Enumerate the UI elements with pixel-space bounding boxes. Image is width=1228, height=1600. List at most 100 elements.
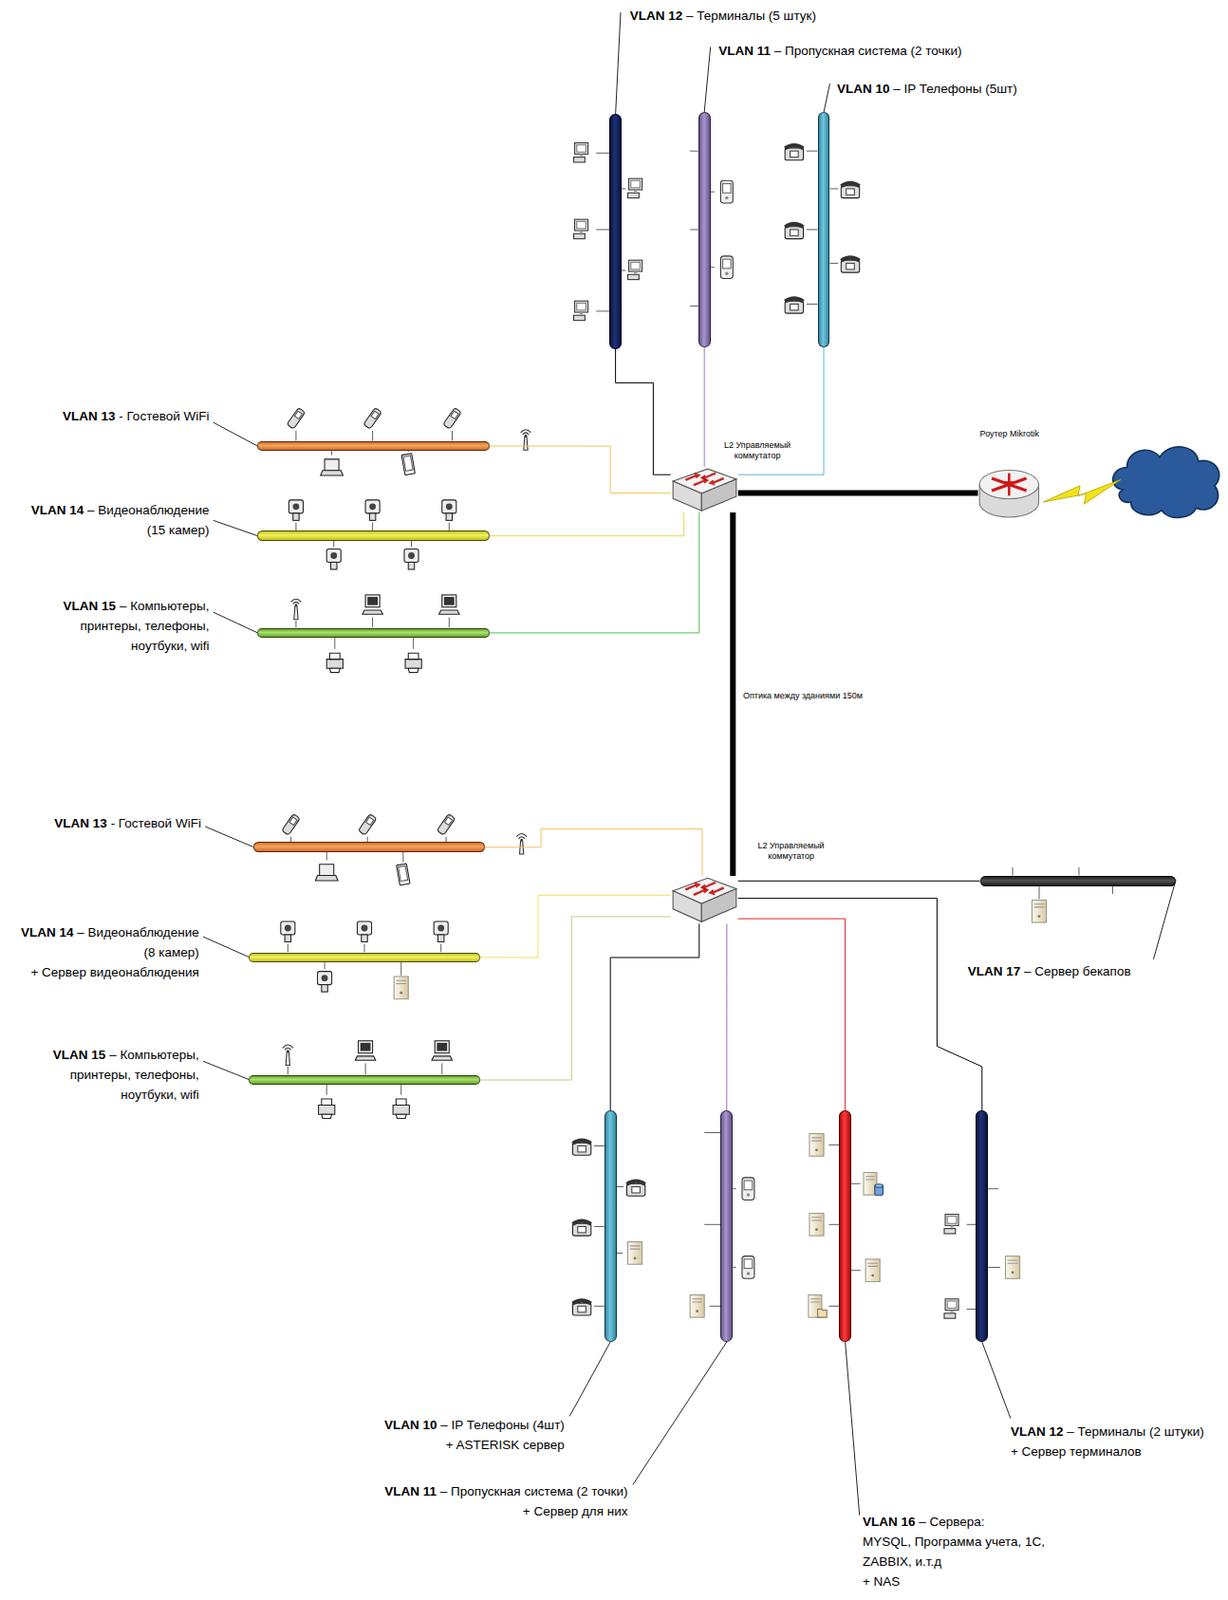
node-label: VLAN 12– Терминалы (2 штуки) + Сервер тер…: [1010, 1421, 1205, 1462]
vlan-bus-bar: VLAN 10– IP Телефоны (4шт)+ ASTERISK сер…: [604, 1110, 617, 1342]
vlan-description: MYSQL, Программа учета, 1С,: [862, 1534, 1045, 1549]
vlan-bus-bar: VLAN 11– Пропускная система (2 точки)+ С…: [720, 1110, 733, 1342]
device-stub: [326, 1084, 328, 1096]
vlan-link: [480, 916, 671, 1080]
device-icon: [720, 256, 733, 280]
device-icon: [288, 500, 303, 521]
device-icon: [282, 1044, 294, 1066]
device-stub: [290, 837, 292, 842]
device-icon: [362, 595, 384, 614]
label-line: ZABBIX, и.т.д: [862, 1551, 1045, 1572]
vlan-link: [480, 894, 671, 958]
vlan-link: [489, 446, 670, 494]
device-stub: [410, 540, 412, 547]
node-label: VLAN 15– Компьютеры,принтеры, телефоны,н…: [63, 595, 210, 656]
device-stub: [1078, 867, 1080, 876]
label-line: VLAN 10– IP Телефоны (5шт): [837, 78, 1018, 99]
device-stub: [295, 430, 297, 442]
device-icon: [317, 971, 333, 993]
device-icon: [625, 1178, 647, 1196]
vlan-id: VLAN 14: [31, 502, 85, 518]
device-stub: [441, 1062, 443, 1075]
device-stub: [828, 1305, 839, 1307]
vlan-id: VLAN 10: [837, 81, 891, 96]
vlan-description: – Пропускная система (2 точки): [440, 1484, 629, 1499]
label-line: VLAN 12– Терминалы (5 штук): [630, 5, 817, 26]
device-stub: [704, 1132, 721, 1134]
device-icon: [809, 1212, 824, 1236]
device-label: Роутер Mikrotik: [980, 428, 1041, 439]
device-stub: [408, 450, 410, 452]
label-line: VLAN 16– Сервера:: [862, 1511, 1045, 1532]
device-icon: [571, 1137, 593, 1155]
node-label: VLAN 10– IP Телефоны (5шт): [837, 78, 1018, 99]
vlan-description: – IP Телефоны (4шт): [440, 1417, 565, 1433]
node-label: VLAN 11– Пропускная система (2 точки)+ С…: [384, 1481, 628, 1522]
device-icon: [405, 652, 422, 672]
device-icon: [783, 143, 805, 161]
vlan-description: принтеры, телефоны,: [70, 1067, 200, 1082]
vlan-bus-bar: VLAN 11– Пропускная система (2 точки): [698, 111, 711, 347]
device-stub: [367, 837, 369, 842]
vlan-id: VLAN 15: [53, 1047, 107, 1062]
label-line: + Сервер терминалов: [1010, 1441, 1205, 1462]
vlan-id: VLAN 11: [384, 1484, 437, 1499]
device-icon: [281, 814, 300, 837]
device-stub: [326, 852, 328, 861]
device-icon: [365, 500, 380, 521]
device-icon: [1005, 1256, 1021, 1280]
vlan-description: (15 камер): [147, 522, 210, 538]
wireless-link: [1042, 479, 1121, 504]
device-stub: [806, 303, 819, 305]
device-icon: [628, 1242, 643, 1266]
device-icon: [689, 1294, 705, 1318]
device-label: L2 Управляемый коммутатор: [758, 840, 825, 861]
vlan-description: + ASTERISK сервер: [446, 1437, 565, 1452]
vlan-description: + Сервер терминалов: [1010, 1444, 1142, 1459]
device-stub: [1039, 885, 1041, 899]
l2-switch: L2 Управляемый коммутатор: [670, 875, 739, 925]
vlan-link: [738, 898, 983, 1112]
vlan-description: – Сервер бекапов: [1023, 964, 1132, 979]
label-line: ноутбуки, wifi: [53, 1084, 200, 1105]
switch-symbol: [670, 466, 739, 513]
device-stub: [689, 305, 699, 307]
device-icon: [356, 921, 372, 943]
device-stub: [295, 522, 297, 532]
vlan-id: VLAN 13: [54, 816, 108, 831]
device-icon: [839, 255, 861, 273]
label-line: VLAN 12– Терминалы (2 штуки): [1010, 1421, 1205, 1442]
label-line: VLAN 14– Видеонаблюдение: [20, 922, 200, 943]
node-label: VLAN 16– Сервера: MYSQL, Программа учета,…: [862, 1511, 1045, 1592]
label-line: ноутбуки, wifi: [63, 635, 210, 656]
device-icon: [401, 453, 415, 476]
device-icon: [808, 1294, 827, 1318]
label-line: VLAN 11– Пропускная система (2 точки): [718, 40, 962, 61]
label-line: MYSQL, Программа учета, 1С,: [862, 1531, 1045, 1552]
device-stub: [851, 1269, 861, 1271]
device-stub: [451, 430, 453, 442]
device-stub: [333, 540, 335, 547]
device-icon: [358, 814, 377, 837]
vlan-id: VLAN 16: [862, 1514, 916, 1529]
vlan-description: ZABBIX, и.т.д: [862, 1554, 942, 1569]
vlan-bus-bar: VLAN 15– Компьютеры,принтеры, телефоны,н…: [257, 628, 490, 639]
device-stub: [295, 620, 297, 629]
label-line: (15 камер): [31, 520, 210, 540]
device-stub: [446, 837, 447, 842]
device-stub: [710, 191, 715, 193]
vlan-bus-bar: VLAN 14– Видеонаблюдение(15 камер): [257, 530, 490, 541]
device-stub: [616, 1252, 623, 1254]
label-line: принтеры, телефоны,: [53, 1064, 200, 1085]
device-stub: [400, 962, 402, 976]
vlan-bus-bar: VLAN 15– Компьютеры,принтеры, телефоны,н…: [248, 1075, 480, 1086]
device-icon: [742, 1177, 755, 1201]
vlan-description: - Гостевой WiFi: [111, 816, 202, 831]
device-stub: [828, 1224, 839, 1226]
device-icon: [326, 548, 341, 570]
vlan-bus-bar: VLAN 12– Терминалы (2 штуки)+ Сервер тер…: [975, 1110, 988, 1342]
vlan-bus-bar: VLAN 16– Сервера:MYSQL, Программа учета,…: [838, 1110, 852, 1342]
node-label: VLAN 13- Гостевой WiFi: [54, 813, 202, 834]
device-stub: [710, 266, 715, 268]
switch-symbol: [670, 875, 739, 925]
